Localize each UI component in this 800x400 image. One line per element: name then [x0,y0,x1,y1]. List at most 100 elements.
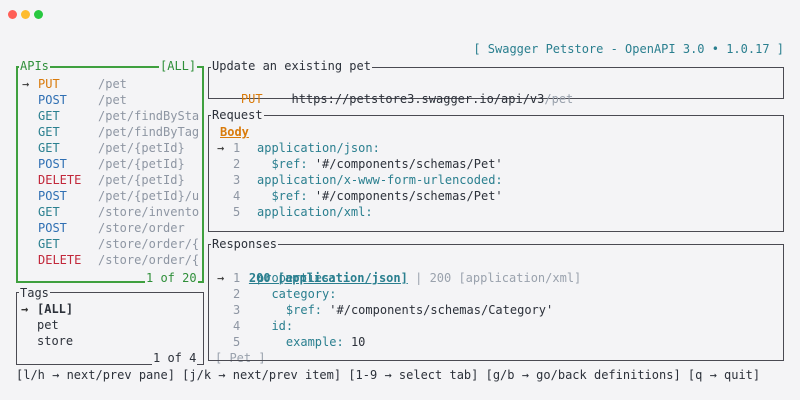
line-number: 3 [233,173,241,187]
endpoint-method: PUT [240,92,263,106]
api-path: /pet/findByTag [98,125,200,139]
api-method: PUT [38,77,60,91]
apis-pager: 1 of 20 [145,271,198,285]
code-key: application/xml: [257,205,373,219]
api-method: POST [38,221,67,235]
request-pane[interactable]: Body → 1 application/json:2 $ref: '#/compo… [208,115,784,232]
line-number: 3 [233,303,241,317]
endpoint-spacer [263,92,292,106]
tags-extra-label: [ Pet ] [214,351,267,365]
api-path: /store/order/{ [98,253,200,267]
code-line[interactable]: 5 example: 10 [217,334,365,350]
tags-pane-title: Tags [19,286,50,300]
api-list-item[interactable]: POST/pet/{petId}/u [22,188,202,204]
api-list-item[interactable]: POST/pet [22,92,202,108]
tags-pane[interactable]: → [ALL] pet store [16,292,204,365]
code-key: $ref: [271,157,308,171]
code-line[interactable]: 3 application/x-www-form-urlencoded: [217,172,503,188]
line-number: 1 [233,141,241,155]
response-tab-json[interactable]: 200 [application/json] [248,271,408,285]
api-path: /store/invento [98,205,200,219]
line-number: 5 [233,335,241,349]
endpoint-url-path: /pet [544,92,574,106]
code-key: $ref: [271,189,308,203]
api-path: /pet/findBySta [98,109,200,123]
endpoint-url-base: https://petstore3.swagger.io/api/v3 [291,92,545,106]
api-path: /store/order [98,221,185,235]
api-list-item[interactable]: GET/store/order/{ [22,236,202,252]
api-list-item[interactable]: GET/pet/findBySta [22,108,202,124]
response-tab-separator: | [415,271,423,285]
code-line[interactable]: → 1 application/json: [217,140,380,156]
code-value: '#/components/schemas/Pet' [314,189,503,203]
window-minimize-button[interactable] [21,10,30,19]
code-value: '#/components/schemas/Pet' [314,157,503,171]
api-method: GET [38,141,60,155]
code-line[interactable]: 4 $ref: '#/components/schemas/Pet' [217,188,503,204]
line-number: 1 [233,271,241,285]
api-path: /pet/{petId}/u [98,189,200,203]
api-method: GET [38,205,60,219]
code-line[interactable]: 3 $ref: '#/components/schemas/Category' [217,302,553,318]
code-key: properties: [257,271,337,285]
keybinding-help: [l/h → next/prev pane] [j/k → next/prev … [16,368,761,382]
code-cursor: → [217,141,225,155]
tag-list-item[interactable]: pet [21,317,59,333]
code-key: $ref: [285,303,323,317]
api-list-item[interactable]: GET/pet/findByTag [22,124,202,140]
api-method: POST [38,157,67,171]
code-indent [257,319,271,333]
line-number: 4 [233,189,241,203]
code-line[interactable]: 2 category: [217,286,336,302]
api-path: /store/order/{ [98,237,200,251]
code-key: application/x-www-form-urlencoded: [257,173,503,187]
api-list-item[interactable]: GET/store/invento [22,204,202,220]
responses-pane-title: Responses [211,237,279,251]
endpoint-pane[interactable]: PUT https://petstore3.swagger.io/api/v3/… [208,67,784,106]
tag-label: [ALL] [37,302,74,316]
window-close-button[interactable] [8,10,17,19]
app-title: [ Swagger Petstore - OpenAPI 3.0 • 1.0.1… [473,42,784,56]
api-list-item[interactable]: POST/pet/{petId} [22,156,202,172]
api-method: POST [38,93,67,107]
api-cursor: → [22,77,30,91]
api-list-item[interactable]: →PUT/pet [22,76,202,92]
code-line[interactable]: → 1 properties: [217,270,336,286]
window-maximize-button[interactable] [34,10,43,19]
code-key: category: [271,287,337,301]
apis-filter-label[interactable]: [ALL] [159,59,198,73]
line-number: 4 [233,319,241,333]
code-line[interactable]: 2 $ref: '#/components/schemas/Pet' [217,156,503,172]
code-key: application/json: [257,141,380,155]
api-path: /pet [98,93,127,107]
tag-list-item[interactable]: store [21,333,73,349]
tag-list-item[interactable]: → [ALL] [21,301,73,317]
code-line[interactable]: 5 application/xml: [217,204,373,220]
code-indent [257,335,286,349]
code-indent [257,287,271,301]
code-value: 10 [350,335,366,349]
api-method: POST [38,189,67,203]
api-method: GET [38,109,60,123]
api-list-item[interactable]: GET/pet/{petId} [22,140,202,156]
response-tab-xml[interactable]: 200 [application/xml] [429,271,582,285]
api-method: DELETE [38,253,82,267]
request-body-tab[interactable]: Body [220,125,249,139]
tag-cursor: → [21,302,29,316]
api-list-item[interactable]: DELETE/pet/{petId} [22,172,202,188]
code-line[interactable]: 4 id: [217,318,293,334]
responses-pane[interactable]: 200 [application/json] | 200 [applicatio… [208,244,784,361]
api-path: /pet/{petId} [98,173,185,187]
api-list-item[interactable]: POST/store/order [22,220,202,236]
code-key: example: [285,335,344,349]
code-indent [257,189,271,203]
request-pane-title: Request [211,108,264,122]
tag-label: pet [37,318,59,332]
line-number: 2 [233,287,241,301]
tag-label: store [37,334,74,348]
line-number: 5 [233,205,241,219]
code-cursor: → [217,271,225,285]
api-list-item[interactable]: DELETE/store/order/{ [22,252,202,268]
api-path: /pet/{petId} [98,141,185,155]
